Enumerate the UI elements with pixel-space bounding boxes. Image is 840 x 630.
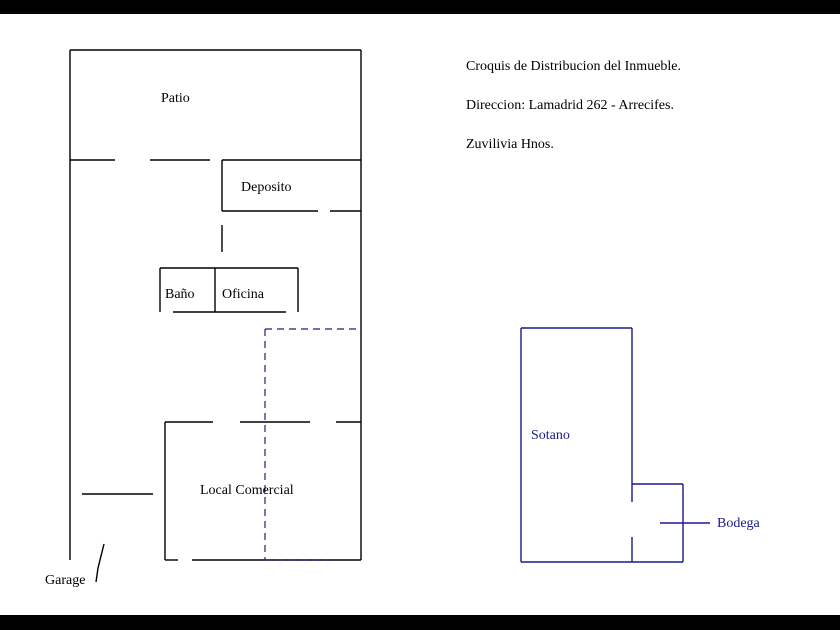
bottom-black-bar: [0, 615, 840, 630]
label-sotano: Sotano: [531, 428, 570, 443]
info-owner: Zuvilivia Hnos.: [466, 137, 554, 152]
dashed-basement-outline: [264, 328, 361, 561]
label-bano: Baño: [165, 287, 195, 302]
info-title: Croquis de Distribucion del Inmueble.: [466, 59, 682, 74]
info-address: Direccion: Lamadrid 262 - Arrecifes.: [466, 98, 674, 113]
garage-pointer: [95, 567, 99, 583]
top-black-bar: [0, 0, 840, 14]
main-building-walls: [69, 49, 362, 583]
label-oficina: Oficina: [222, 287, 264, 302]
basement-walls: [520, 327, 710, 563]
label-deposito: Deposito: [241, 180, 292, 195]
garage-door-mark: [97, 543, 105, 569]
white-background: [0, 14, 840, 615]
label-local-comercial: Local Comercial: [200, 483, 294, 498]
label-bodega: Bodega: [717, 516, 760, 531]
label-garage: Garage: [45, 573, 86, 588]
label-patio: Patio: [161, 91, 190, 106]
